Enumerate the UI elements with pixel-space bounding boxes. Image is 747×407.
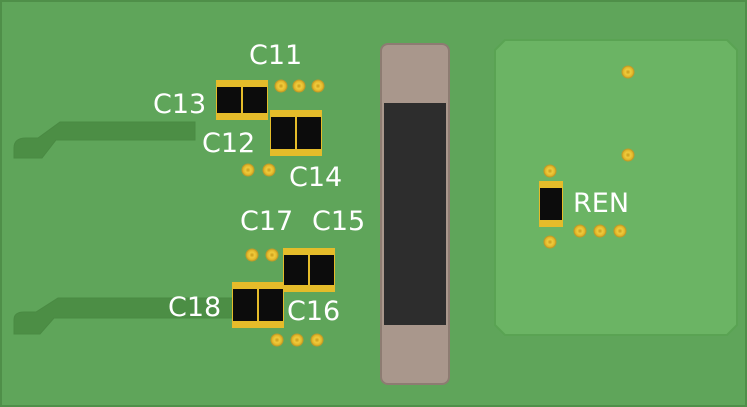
- label-c12: C12: [202, 128, 255, 159]
- capacitor-c18: [232, 282, 258, 328]
- label-ren: REN: [573, 188, 629, 219]
- capacitor-c13: [216, 80, 242, 120]
- via-group: [241, 65, 635, 347]
- label-c16: C16: [287, 296, 340, 327]
- label-c13: C13: [153, 89, 206, 120]
- capacitor-c11: [242, 80, 268, 120]
- resistor-ren: [539, 181, 563, 227]
- label-c14: C14: [289, 162, 342, 193]
- lower-trace: [13, 297, 233, 335]
- inductor: [380, 43, 450, 385]
- copper-pour: [494, 39, 738, 336]
- upper-trace: [13, 121, 196, 159]
- capacitor-c14: [296, 110, 322, 156]
- label-c11: C11: [249, 40, 302, 71]
- label-c17: C17: [240, 206, 293, 237]
- label-c18: C18: [168, 292, 221, 323]
- label-c15: C15: [312, 206, 365, 237]
- capacitor-c12: [270, 110, 296, 156]
- capacitor-c17: [283, 248, 309, 292]
- capacitor-c15: [309, 248, 335, 292]
- capacitor-c16: [258, 282, 284, 328]
